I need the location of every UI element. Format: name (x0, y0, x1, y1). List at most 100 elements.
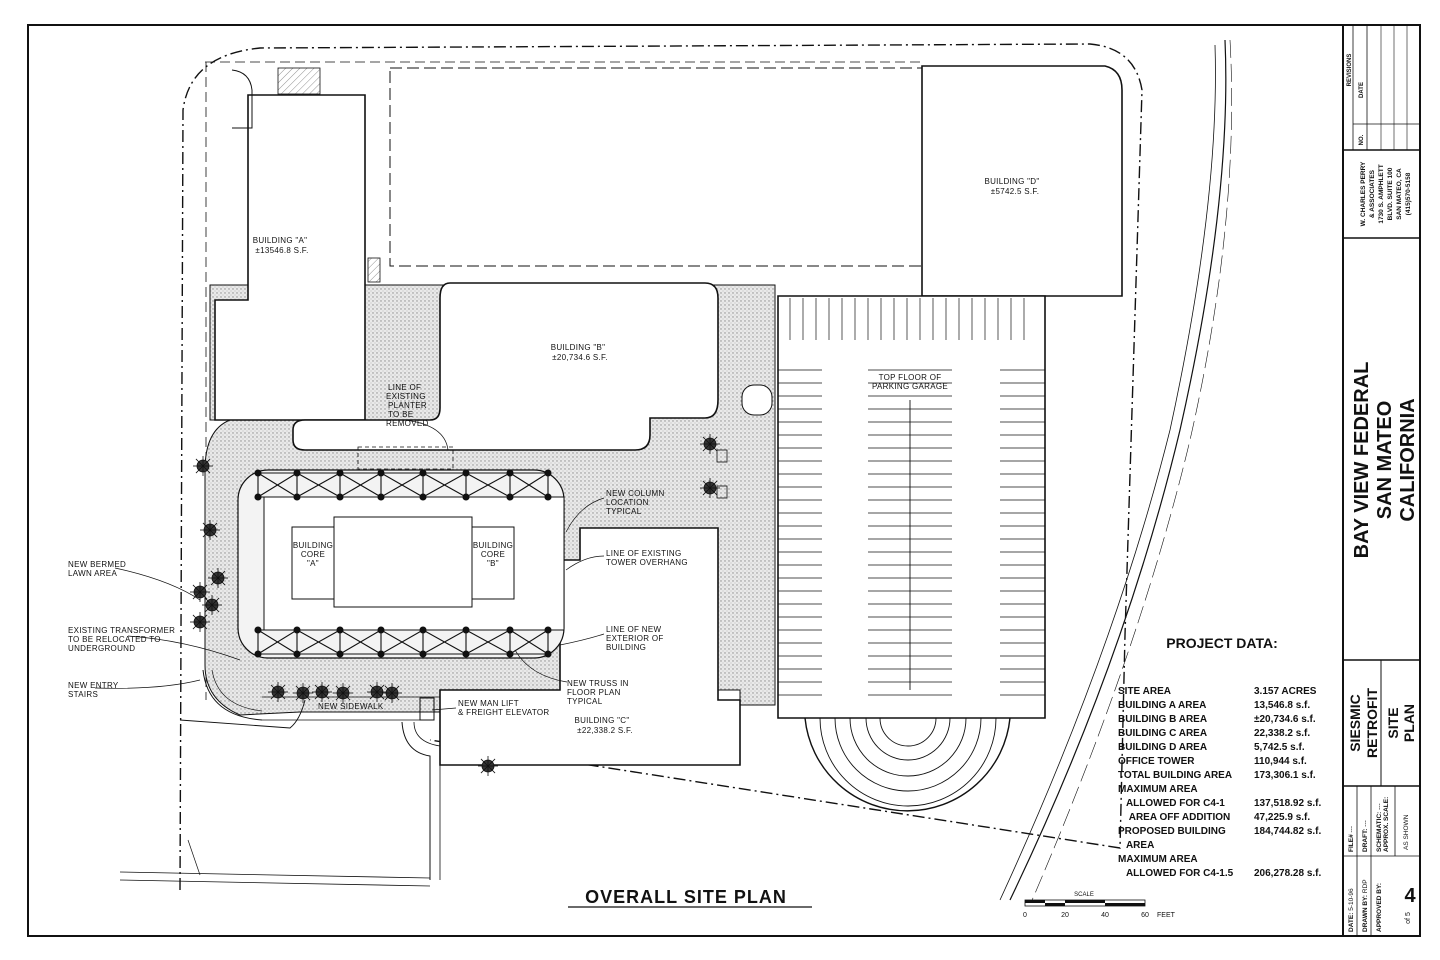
truss-top (254, 469, 552, 501)
project-data-label: MAXIMUM AREA (1118, 784, 1198, 795)
column-marker (506, 650, 514, 658)
revisions-date-label: DATE (1359, 82, 1365, 98)
project-data-label: SITE AREA (1118, 686, 1171, 697)
core-a-label-1: BUILDING (293, 541, 333, 550)
column-marker (254, 626, 262, 634)
building-d (921, 65, 1123, 297)
project-name-line-1: BAY VIEW FEDERAL (1351, 362, 1373, 559)
project-data-label: AREA OFF ADDITION (1118, 812, 1230, 823)
column-marker (419, 650, 427, 658)
trees (190, 434, 720, 776)
project-data-value: 137,518.92 s.f. (1254, 798, 1321, 809)
garage-label-2: PARKING GARAGE (872, 382, 948, 391)
building-d-area: ±5742.5 S.F. (991, 187, 1039, 196)
column-marker (544, 469, 552, 477)
column-marker (336, 626, 344, 634)
building-a-label: BUILDING "A" (253, 236, 308, 245)
core-a-label-2: CORE (301, 550, 325, 559)
project-data-label: OFFICE TOWER (1118, 756, 1195, 767)
column-marker (506, 493, 514, 501)
note-truss-3: TYPICAL (567, 697, 603, 706)
column-marker (462, 469, 470, 477)
tree-symbol (200, 520, 220, 540)
note-planter-3: PLANTER (388, 401, 427, 410)
tree-symbol (333, 683, 353, 703)
building-b-area: ±20,734.6 S.F. (552, 353, 608, 362)
project-data-value: 47,225.9 s.f. (1254, 812, 1310, 823)
building-c-label: BUILDING "C" (574, 716, 629, 725)
core-b-label-3: "B" (487, 559, 499, 568)
note-column-2: LOCATION (606, 498, 649, 507)
tower-atrium (333, 516, 473, 608)
tree-symbol (190, 582, 210, 602)
project-data-value: 110,944 s.f. (1254, 756, 1307, 767)
column-marker (419, 626, 427, 634)
building-c-area: ±22,338.2 S.F. (577, 726, 633, 735)
field-approved-by: APPROVED BY: (1376, 883, 1383, 932)
column-marker (336, 469, 344, 477)
project-data-value: 173,306.1 s.f. (1254, 770, 1316, 781)
scale-tick-40: 40 (1101, 912, 1109, 919)
column-marker (544, 626, 552, 634)
scale-unit: FEET (1157, 912, 1176, 919)
tree-symbol (190, 612, 210, 632)
street-curb (1009, 39, 1227, 901)
column-marker (293, 469, 301, 477)
column-marker (254, 493, 262, 501)
note-overhang-2: TOWER OVERHANG (606, 558, 688, 567)
column-marker (462, 650, 470, 658)
project-data-label: ALLOWED FOR C4-1.5 (1118, 868, 1234, 879)
phase-line-2: RETROFIT (1364, 688, 1380, 758)
firm-line-1: W. CHARLES PERRY (1360, 161, 1367, 226)
note-planter-4: TO BE (388, 410, 413, 419)
tree-symbol (382, 683, 402, 703)
note-column-1: NEW COLUMN (606, 489, 665, 498)
column-marker (462, 626, 470, 634)
project-data-label: ALLOWED FOR C4-1 (1118, 798, 1225, 809)
column-marker (377, 626, 385, 634)
scale-tick-60: 60 (1141, 912, 1149, 919)
column-marker (293, 650, 301, 658)
project-data-label: PROPOSED BUILDING (1118, 826, 1226, 837)
tree-symbol (268, 682, 288, 702)
column-marker (336, 650, 344, 658)
sheet-border (27, 24, 1421, 937)
core-a-label-3: "A" (307, 559, 319, 568)
column-marker (377, 469, 385, 477)
firm-line-2: & ASSOCIATES (1369, 169, 1376, 218)
column-marker (506, 469, 514, 477)
note-lift-1: NEW MAN LIFT (458, 699, 519, 708)
building-a-area: ±13546.8 S.F. (255, 246, 308, 255)
core-b-label-2: CORE (481, 550, 505, 559)
open-lot (389, 67, 923, 267)
column-marker (254, 469, 262, 477)
note-stairs-2: STAIRS (68, 690, 98, 699)
column-marker (336, 493, 344, 501)
core-b (471, 526, 515, 600)
project-data-heading: PROJECT DATA: (1166, 635, 1277, 651)
title-block-text: REVISIONS NO. DATE W. CHARLES PERRY & AS… (1347, 54, 1419, 932)
tree-symbol (193, 456, 213, 476)
building-d-label: BUILDING "D" (984, 177, 1039, 186)
field-file: FILE# --- (1348, 826, 1355, 852)
tree-symbol (700, 434, 720, 454)
existing-planter (357, 446, 454, 470)
note-transformer-1: EXISTING TRANSFORMER (68, 626, 175, 635)
field-drawn-by: DRAWN BY: RDP (1362, 879, 1369, 932)
entry-stairs (202, 669, 263, 721)
column-marker (377, 493, 385, 501)
parking-garage (777, 295, 1046, 719)
project-data-value: 5,742.5 s.f. (1254, 742, 1305, 753)
tree-symbol (478, 756, 498, 776)
building-b-label: BUILDING "B" (551, 343, 606, 352)
core-a (291, 526, 335, 600)
scale-title: SCALE (1074, 892, 1094, 898)
column-marker (506, 626, 514, 634)
freight-elevator (419, 697, 435, 721)
note-lift-2: & FREIGHT ELEVATOR (458, 708, 550, 717)
note-transformer-2: TO BE RELOCATED TO (68, 635, 161, 644)
parking-stripes (778, 298, 1045, 696)
sheet-number: 4 (1404, 885, 1416, 907)
column-marker (544, 493, 552, 501)
note-planter-2: EXISTING (386, 392, 426, 401)
